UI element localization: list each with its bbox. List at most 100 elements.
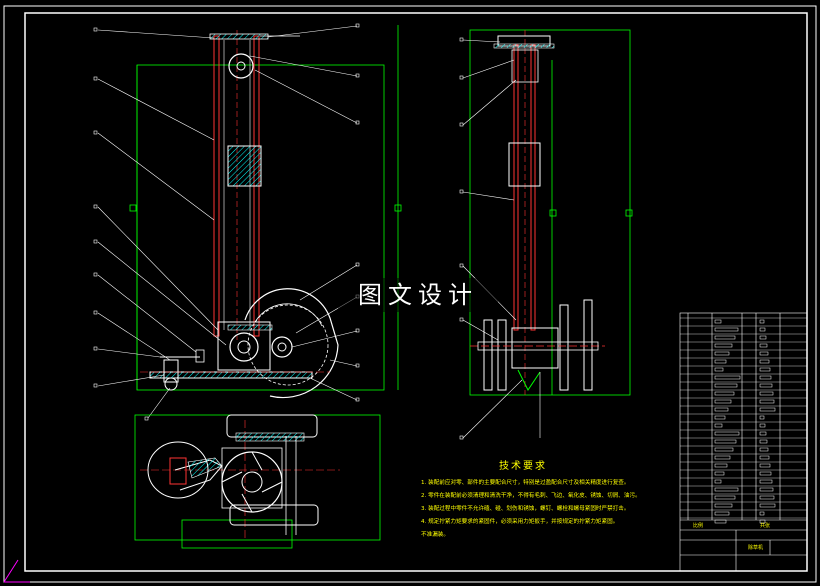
parts-row-text	[759, 415, 765, 420]
sheet-border	[3, 5, 817, 583]
side-dim-box	[469, 29, 631, 396]
side-leader-lines	[462, 39, 541, 439]
parts-row-text	[714, 399, 732, 404]
counterweight-block	[227, 145, 262, 187]
side-balloons	[459, 37, 464, 440]
leader-lines-left	[97, 29, 227, 419]
tech-note: 1. 装配前应对零、部件的主要配合尺寸，特别是过盈配合尺寸及相关精度进行复查。	[421, 480, 630, 486]
parts-row-text	[759, 351, 769, 356]
parts-row-text	[714, 327, 739, 332]
parts-row-text	[714, 519, 727, 524]
parts-row-text	[759, 383, 773, 388]
front-wheel-axle	[164, 377, 178, 391]
dim-tick	[129, 204, 137, 212]
motor-pulley-hub	[237, 340, 251, 354]
side-wheel-right-outer	[583, 299, 593, 391]
motor-pulley	[229, 332, 259, 362]
parts-list	[679, 312, 808, 572]
top-wheel	[147, 441, 209, 499]
top-dim-inner	[181, 519, 293, 549]
handle-bracket	[195, 349, 205, 363]
top-wheel-tread	[169, 457, 187, 485]
parts-row-text	[759, 359, 770, 364]
side-column-left	[513, 44, 519, 331]
top-blade-teeth	[221, 451, 283, 513]
leader-lines-right	[249, 25, 358, 401]
tech-note: 2. 零件在装配前必须清理和清洗干净，不得有毛刺、飞边、氧化皮、锈蚀、切屑、油污…	[421, 493, 641, 499]
top-plate	[209, 33, 269, 40]
top-frame-lower	[229, 504, 319, 526]
top-pulley	[228, 53, 254, 79]
parts-row-text	[714, 479, 722, 484]
parts-row-text	[714, 431, 740, 436]
side-view	[459, 29, 633, 440]
parts-row-text	[714, 455, 731, 460]
parts-row-text	[759, 367, 771, 372]
blade-guard	[244, 288, 339, 399]
parts-row-text	[714, 511, 730, 516]
parts-row-text	[714, 359, 727, 364]
parts-row-text	[759, 391, 774, 396]
parts-row-text	[759, 519, 766, 524]
parts-row-text	[714, 423, 723, 428]
column-left	[213, 35, 220, 337]
side-block	[508, 142, 541, 187]
tech-note: 4. 规定拧紧力矩要求的紧固件，必须采用力矩扳手，并按规定的拧紧力矩紧固。	[421, 519, 619, 525]
parts-list-rows	[680, 317, 807, 524]
parts-row-text	[714, 447, 734, 452]
parts-row-text	[759, 503, 776, 508]
blade-hub	[271, 336, 293, 358]
parts-row-text	[759, 439, 768, 444]
cutting-blade	[247, 304, 329, 386]
blade-guard-inner	[254, 303, 323, 327]
title-block-scale: 比例	[693, 523, 704, 529]
parts-row-text	[759, 471, 772, 476]
parts-row-text	[759, 319, 765, 324]
parts-row-text	[759, 495, 775, 500]
watermark: 图文设计	[338, 278, 498, 312]
front-view	[93, 23, 402, 421]
top-motor	[221, 447, 283, 509]
top-blade-hub	[241, 471, 263, 493]
side-wheel-left-inner	[497, 319, 507, 391]
dim-tick	[549, 209, 557, 217]
tech-note: 不准漏装。	[421, 532, 449, 538]
motor-housing	[217, 321, 271, 371]
side-top-plate	[493, 43, 555, 49]
parts-row-text	[714, 335, 736, 340]
drawing-frame	[24, 12, 808, 572]
blade-hub-inner	[277, 342, 287, 352]
parts-row-text	[714, 415, 726, 420]
top-arm-hatched	[187, 457, 223, 479]
top-view	[134, 414, 381, 549]
dim-tick	[625, 209, 633, 217]
top-blade-disk	[221, 451, 283, 513]
parts-row-text	[714, 495, 736, 500]
tech-note: 3. 装配过程中零件不允许磕、碰、划伤和锈蚀，螺钉、螺栓和螺母紧固时严禁打击。	[421, 506, 630, 512]
parts-row-text	[759, 511, 765, 516]
hatched-bar	[227, 324, 273, 331]
parts-row-text	[714, 383, 738, 388]
balloon-markers	[93, 23, 360, 421]
parts-row-text	[759, 375, 772, 380]
title-block-drawing-name: 除草机	[748, 545, 764, 551]
top-pulley-hub	[236, 61, 246, 71]
corner-mark	[3, 559, 19, 583]
parts-row-text	[714, 463, 728, 468]
base-plate	[149, 371, 313, 379]
parts-row-text	[714, 351, 730, 356]
parts-row-text	[759, 487, 774, 492]
parts-row-text	[759, 327, 766, 332]
parts-row-text	[759, 463, 771, 468]
side-wheel-left-outer	[483, 319, 493, 391]
parts-row-text	[714, 391, 735, 396]
parts-row-text	[714, 367, 724, 372]
parts-row-text	[714, 439, 737, 444]
parts-row-text	[714, 471, 725, 476]
side-blade-edge	[517, 369, 541, 391]
technical-requirements-title: 技术要求	[499, 461, 547, 472]
side-axle-housing	[477, 341, 599, 351]
parts-row-text	[759, 447, 769, 452]
parts-row-text	[759, 407, 776, 412]
